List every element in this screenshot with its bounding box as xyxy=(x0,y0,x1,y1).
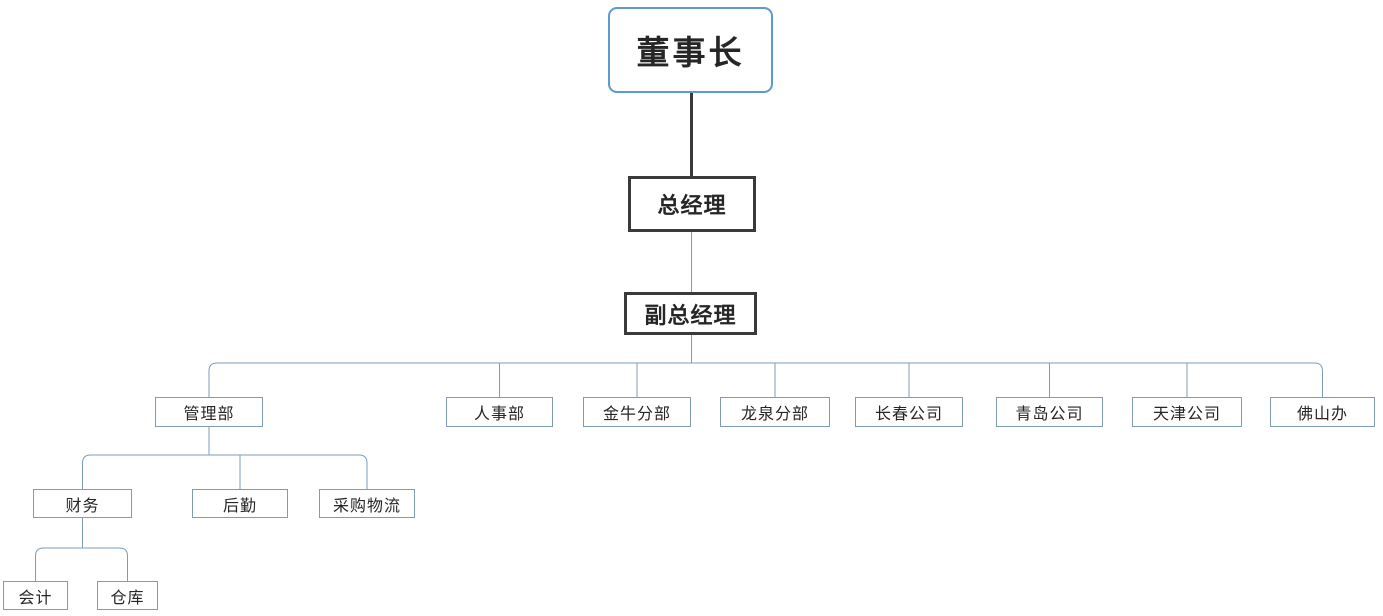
node-department-management[interactable]: 管理部 xyxy=(155,397,263,427)
node-accounting[interactable]: 会计 xyxy=(3,581,68,610)
node-finance[interactable]: 财务 xyxy=(33,489,132,518)
node-warehouse[interactable]: 仓库 xyxy=(97,581,158,610)
finance-children-rail xyxy=(35,547,128,581)
department-rail xyxy=(208,362,1323,397)
management-children-rail xyxy=(82,454,368,489)
node-deputy-general-manager[interactable]: 副总经理 xyxy=(624,292,757,335)
node-department-jinniu-branch[interactable]: 金牛分部 xyxy=(583,397,691,427)
node-department-longquan-branch[interactable]: 龙泉分部 xyxy=(720,397,830,427)
node-department-tianjin-company[interactable]: 天津公司 xyxy=(1132,397,1242,427)
node-procurement-logistics[interactable]: 采购物流 xyxy=(319,489,415,518)
node-general-manager[interactable]: 总经理 xyxy=(628,176,756,232)
node-chairman[interactable]: 董事长 xyxy=(608,7,773,93)
node-department-qingdao-company[interactable]: 青岛公司 xyxy=(996,397,1103,427)
node-department-changchun-company[interactable]: 长春公司 xyxy=(855,397,963,427)
node-logistics[interactable]: 后勤 xyxy=(192,489,288,518)
node-department-foshan-office[interactable]: 佛山办 xyxy=(1270,397,1375,427)
node-department-hr[interactable]: 人事部 xyxy=(446,397,553,427)
